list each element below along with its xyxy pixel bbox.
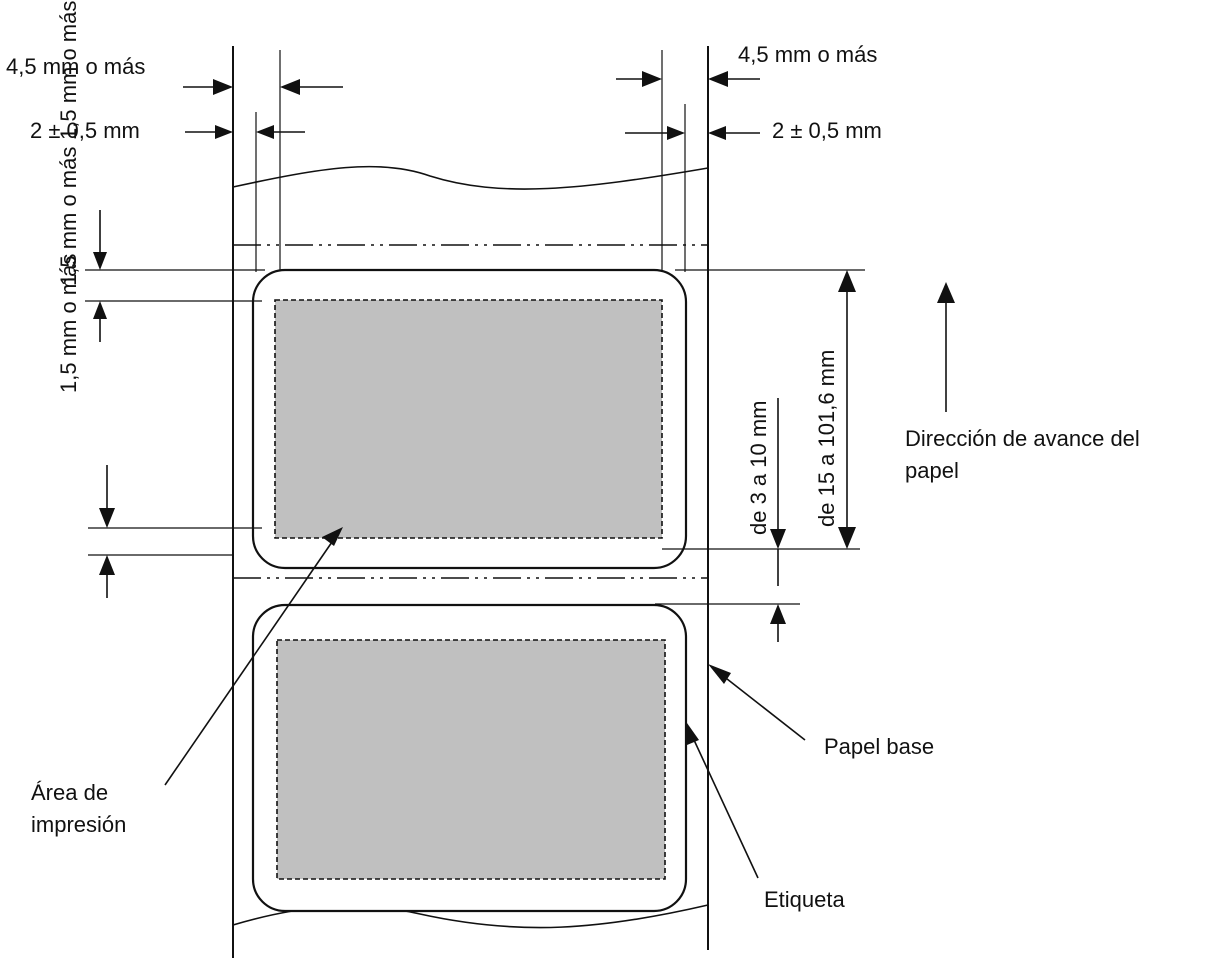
top-vertical-text-b: 1,5 mm o más (56, 147, 81, 286)
dim-right-outer-arrowhead-b (708, 71, 728, 87)
top-break-line (232, 165, 709, 190)
dim-left-inner-arrowhead-b (256, 125, 274, 139)
dim-label-length-arrowhead-top (838, 270, 856, 292)
dim-left-inner-arrowhead-a (215, 125, 233, 139)
leader-base-paper-arrowhead (708, 664, 731, 684)
leader-print-area-arrowhead (322, 527, 343, 546)
lower-vertical-text: 1,5 mm o más (56, 254, 81, 393)
label-text: Etiqueta (764, 887, 845, 912)
leader-label-arrowhead (687, 723, 699, 745)
print-area-bottom (276, 639, 666, 880)
print-area-text-line2: impresión (31, 812, 126, 837)
print-area-text-line1: Área de (31, 780, 108, 805)
right-margin-outer-text: 4,5 mm o más (738, 42, 877, 67)
feed-direction-arrowhead (937, 282, 955, 303)
feed-direction-text-line1: Dirección de avance del (905, 426, 1140, 451)
print-area-top (274, 299, 663, 539)
top-vertical-text-a: 1,5 mm o más (56, 1, 81, 140)
dim-left-outer-arrowhead-b (280, 79, 300, 95)
right-margin-inner-text: 2 ± 0,5 mm (772, 118, 882, 143)
dim-bottom-arrowhead-a (99, 508, 115, 528)
dim-right-inner-arrowhead-a (667, 126, 685, 140)
feed-direction-text-line2: papel (905, 458, 959, 483)
leader-label-line (693, 739, 759, 879)
label-length-text: de 15 a 101,6 mm (814, 350, 839, 527)
dim-gap-arrowhead-b (770, 604, 786, 624)
leader-base-paper-line (721, 674, 806, 741)
dim-top-arrowhead-a (93, 252, 107, 270)
dim-left-outer-arrowhead-a (213, 79, 233, 95)
dim-bottom-arrowhead-b (99, 555, 115, 575)
dim-gap-arrowhead-a (770, 529, 786, 549)
base-paper-text: Papel base (824, 734, 934, 759)
leader-print-area-line (164, 541, 333, 786)
dim-right-outer-arrowhead-a (642, 71, 662, 87)
left-margin-outer-text: 4,5 mm o más (6, 54, 145, 79)
dim-label-length-arrowhead-bottom (838, 527, 856, 549)
left-margin-inner-text: 2 ± 0,5 mm (30, 118, 140, 143)
dim-right-inner-arrowhead-b (708, 126, 726, 140)
gap-dimension-text: de 3 a 10 mm (746, 400, 771, 535)
dim-top-arrowhead-b (93, 301, 107, 319)
